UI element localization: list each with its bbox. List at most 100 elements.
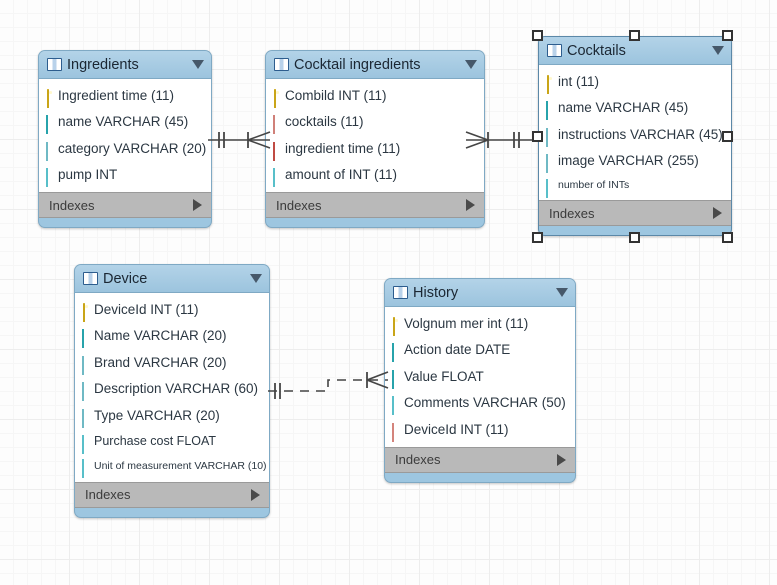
chevron-right-icon[interactable]	[557, 453, 566, 466]
column-row[interactable]: Ingredient time (11)	[39, 82, 211, 109]
selection-handle-top-right[interactable]	[722, 30, 733, 41]
chevron-down-icon[interactable]	[250, 274, 262, 283]
chevron-down-icon[interactable]	[192, 60, 204, 69]
column-label: name VARCHAR (45)	[58, 114, 189, 130]
column-row[interactable]: amount of INT (11)	[266, 162, 484, 189]
indexes-bar[interactable]: Indexes	[266, 193, 484, 218]
relationship-ingredients-cocktail-ingredients[interactable]	[208, 128, 271, 152]
column-label: category VARCHAR (20)	[58, 140, 207, 156]
column-label: cocktails (11)	[285, 114, 364, 130]
table-title: Cocktail ingredients	[294, 56, 421, 73]
selection-handle-top-left[interactable]	[532, 30, 543, 41]
column-row[interactable]: category VARCHAR (20)	[39, 135, 211, 162]
indexes-bar[interactable]: Indexes	[39, 193, 211, 218]
column-row[interactable]: instructions VARCHAR (45)	[539, 121, 731, 148]
partial-column-icon	[81, 355, 92, 375]
indexes-label: Indexes	[49, 197, 95, 213]
chevron-right-icon[interactable]	[466, 199, 475, 211]
chevron-right-icon[interactable]	[713, 207, 722, 219]
selection-handle-bottom-right[interactable]	[722, 232, 733, 243]
table-title: History	[413, 284, 459, 301]
column-label: DeviceId INT (11)	[404, 421, 509, 437]
not-null-column-icon	[545, 101, 556, 121]
column-row[interactable]: Volgnum mer int (11)	[385, 310, 575, 337]
table-icon	[274, 58, 289, 71]
column-row[interactable]: name VARCHAR (45)	[539, 95, 731, 122]
column-row[interactable]: Unit of measurement VARCHAR (10)	[75, 454, 269, 478]
partial-column-icon	[545, 154, 556, 174]
nullable-column-icon	[81, 459, 92, 478]
primary-key-icon	[81, 302, 92, 322]
column-row[interactable]: image VARCHAR (255)	[539, 148, 731, 175]
chevron-down-icon[interactable]	[712, 46, 724, 55]
column-row[interactable]: Value FLOAT	[385, 363, 575, 390]
column-row[interactable]: ingredient time (11)	[266, 135, 484, 162]
column-label: number of INTs	[558, 179, 630, 191]
table-header-ingredients[interactable]: Ingredients	[39, 51, 211, 78]
indexes-bar[interactable]: Indexes	[385, 447, 575, 473]
column-row[interactable]: Type VARCHAR (20)	[75, 402, 269, 429]
column-label: Volgnum mer int (11)	[404, 315, 529, 331]
selection-handle-top-center[interactable]	[629, 30, 640, 41]
table-columns-cocktail-ingredients: Combild INT (11) cocktails (11) ingredie…	[266, 78, 484, 193]
indexes-label: Indexes	[85, 487, 131, 502]
relationship-device-history[interactable]	[268, 371, 389, 402]
column-row[interactable]: cocktails (11)	[266, 109, 484, 136]
not-null-column-icon	[391, 369, 402, 389]
table-history[interactable]: History Volgnum mer int (11) Action date…	[384, 278, 576, 483]
column-row[interactable]: Action date DATE	[385, 337, 575, 364]
column-row[interactable]: Combild INT (11)	[266, 82, 484, 109]
table-header-device[interactable]: Device	[75, 265, 269, 292]
not-null-column-icon	[81, 329, 92, 349]
column-label: Value FLOAT	[404, 368, 484, 384]
indexes-bar[interactable]: Indexes	[539, 201, 731, 226]
table-header-cocktails[interactable]: Cocktails	[539, 37, 731, 64]
column-row[interactable]: Name VARCHAR (20)	[75, 323, 269, 350]
column-label: Ingredient time (11)	[58, 87, 175, 103]
table-header-cocktail-ingredients[interactable]: Cocktail ingredients	[266, 51, 484, 78]
column-label: int (11)	[558, 73, 600, 89]
table-title: Ingredients	[67, 56, 139, 73]
table-cocktail-ingredients[interactable]: Cocktail ingredients Combild INT (11) co…	[265, 50, 485, 228]
column-label: Brand VARCHAR (20)	[94, 354, 227, 370]
column-row[interactable]: DeviceId INT (11)	[385, 416, 575, 443]
selection-handle-bottom-center[interactable]	[629, 232, 640, 243]
selection-handle-middle-right[interactable]	[722, 131, 733, 142]
chevron-down-icon[interactable]	[465, 60, 477, 69]
nullable-column-icon	[545, 178, 556, 198]
table-device[interactable]: Device DeviceId INT (11) Name VARCHAR (2…	[74, 264, 270, 518]
table-header-history[interactable]: History	[385, 279, 575, 306]
column-row[interactable]: Brand VARCHAR (20)	[75, 349, 269, 376]
column-row[interactable]: Comments VARCHAR (50)	[385, 390, 575, 417]
column-row[interactable]: number of INTs	[539, 174, 731, 198]
table-title: Cocktails	[567, 42, 626, 59]
column-row[interactable]: int (11)	[539, 68, 731, 95]
selection-handle-bottom-left[interactable]	[532, 232, 543, 243]
chevron-right-icon[interactable]	[193, 199, 202, 211]
column-row[interactable]: Purchase cost FLOAT	[75, 429, 269, 454]
chevron-down-icon[interactable]	[556, 288, 568, 297]
column-row[interactable]: pump INT	[39, 162, 211, 189]
column-label: instructions VARCHAR (45)	[558, 126, 723, 142]
nullable-column-icon	[391, 396, 402, 416]
primary-key-icon	[272, 88, 283, 108]
column-row[interactable]: name VARCHAR (45)	[39, 109, 211, 136]
table-cocktails[interactable]: Cocktails int (11) name VARCHAR (45) ins…	[538, 36, 732, 236]
table-ingredients[interactable]: Ingredients Ingredient time (11) name VA…	[38, 50, 212, 228]
column-label: Action date DATE	[404, 342, 511, 358]
nullable-column-icon	[272, 168, 283, 188]
indexes-bar[interactable]: Indexes	[75, 482, 269, 508]
column-label: Comments VARCHAR (50)	[404, 395, 566, 411]
column-label: Description VARCHAR (60)	[94, 381, 259, 397]
indexes-label: Indexes	[549, 205, 595, 221]
column-row[interactable]: DeviceId INT (11)	[75, 296, 269, 323]
table-columns-history: Volgnum mer int (11) Action date DATE Va…	[385, 306, 575, 448]
column-label: Purchase cost FLOAT	[94, 434, 217, 448]
column-row[interactable]: Description VARCHAR (60)	[75, 376, 269, 403]
relationship-cocktail-ingredients-cocktails[interactable]	[465, 128, 540, 152]
selection-handle-middle-left[interactable]	[532, 131, 543, 142]
table-icon	[547, 44, 562, 57]
column-label: Type VARCHAR (20)	[94, 407, 220, 423]
chevron-right-icon[interactable]	[251, 488, 260, 501]
